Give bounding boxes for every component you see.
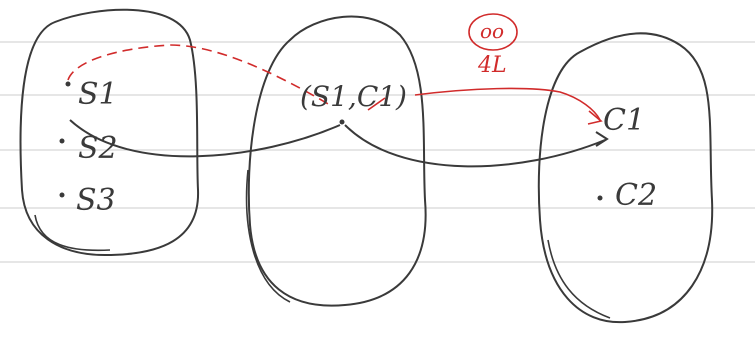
label-s3: S3: [76, 183, 116, 218]
left-set-outline-stroke2: [34, 214, 111, 252]
label-c1: C1: [603, 103, 645, 138]
point-s2: [59, 138, 65, 144]
middle-set-outline: [247, 15, 427, 307]
count-circle: [468, 13, 518, 51]
label-pair: (S1,C1): [300, 80, 407, 113]
label-c2: C2: [615, 178, 657, 213]
arrow-head-c1: [595, 131, 609, 147]
point-s3: [59, 192, 65, 198]
ruled-lines: [0, 41, 755, 263]
count-subtext: 4L: [477, 53, 507, 78]
label-s2: S2: [78, 131, 118, 166]
red-mapping-s1-to-pair: [67, 44, 331, 106]
point-c2: [597, 195, 603, 201]
red-arrow-head: [587, 110, 603, 125]
red-tick-mark: [367, 97, 386, 111]
count-text: oo: [480, 19, 504, 43]
left-set-outline: [19, 8, 200, 257]
right-set-outline-stroke2: [547, 239, 611, 319]
arrow-s2-to-pair: [69, 119, 341, 158]
red-mapping-pair-to-c1: [414, 87, 601, 121]
arrow-pair-to-c1: [344, 124, 606, 168]
right-set-outline: [537, 32, 714, 324]
point-pair: [339, 119, 345, 125]
point-s1: [65, 81, 71, 87]
middle-set-outline-stroke2: [245, 169, 291, 303]
label-s1: S1: [78, 77, 118, 112]
